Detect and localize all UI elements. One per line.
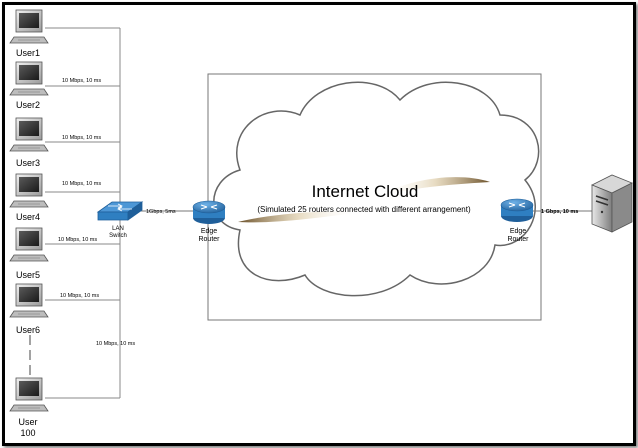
server-link-label: 1 Gbps, 10 ms	[541, 209, 578, 215]
user2-label: User2	[16, 100, 40, 110]
lan-switch-icon	[96, 201, 144, 221]
edge-router-left-label-line2: Router	[198, 236, 220, 243]
user6-computer-icon	[9, 283, 49, 318]
edge-router-right-icon	[500, 198, 534, 222]
server-icon	[591, 174, 633, 233]
internet-cloud-shape	[213, 81, 540, 297]
user2-link-label: 10 Mbps, 10 ms	[62, 135, 101, 141]
user4-label: User4	[16, 212, 40, 222]
user-computers	[9, 9, 49, 412]
user5-link-label: 10 Mbps, 10 ms	[60, 293, 99, 299]
user5-computer-icon	[9, 227, 49, 262]
user4-computer-icon	[9, 173, 49, 208]
user100-computer-icon	[9, 377, 49, 412]
user3-link-label: 10 Mbps, 10 ms	[62, 181, 101, 187]
user1-link-label: 10 Mbps, 10 ms	[62, 78, 101, 84]
switch-label-line2: Switch	[109, 233, 127, 239]
cloud-subtitle: (Simulated 25 routers connected with dif…	[257, 205, 471, 214]
user6-label: User6	[16, 325, 40, 335]
user5-label: User5	[16, 270, 40, 280]
user100-label-line1: User	[18, 417, 37, 427]
user3-computer-icon	[9, 117, 49, 152]
edge-router-left-icon	[192, 200, 226, 224]
switch-label-line1: LAN	[112, 226, 124, 232]
user3-label: User3	[16, 158, 40, 168]
cloud-title: Internet Cloud	[312, 182, 419, 201]
user1-computer-icon	[9, 9, 49, 44]
cloud-swoosh-upper	[380, 177, 490, 196]
user1-label: User1	[16, 48, 40, 58]
cloud-swoosh-lower	[238, 211, 360, 223]
cloud-region-box	[207, 73, 542, 321]
user100-label-line2: 100	[20, 428, 35, 438]
edge-router-right-label-line2: Router	[507, 236, 529, 243]
edge-router-right-label-line1: Edge	[510, 228, 526, 235]
edge-router-left-label-line1: Edge	[201, 228, 217, 235]
user-links	[45, 27, 120, 399]
switch-uplink-label: 1Gbps, 5ms	[146, 209, 176, 215]
user100-link-label: 10 Mbps, 10 ms	[96, 341, 135, 347]
user4-link-label: 10 Mbps, 10 ms	[58, 237, 97, 243]
user2-computer-icon	[9, 61, 49, 96]
